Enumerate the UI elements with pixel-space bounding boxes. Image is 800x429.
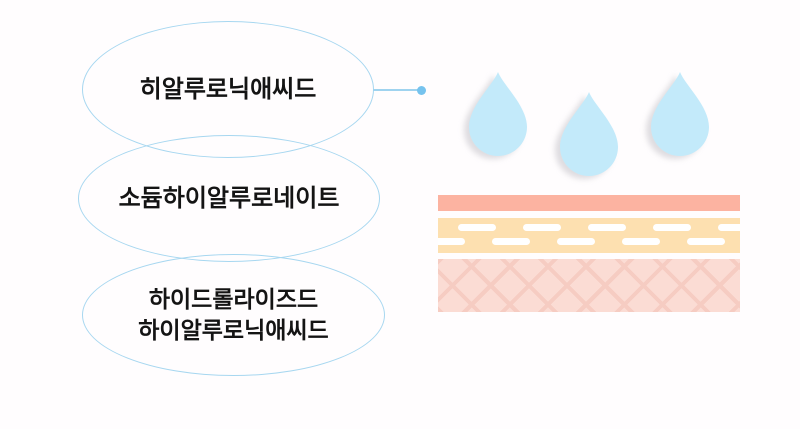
water-drop-icon — [651, 72, 709, 156]
connector-line — [373, 89, 418, 91]
bubble-hyaluronic-acid-label: 히알루로닉애씨드 — [139, 76, 317, 103]
skin-cell-dash — [718, 224, 740, 231]
skin-cell-dash — [438, 238, 465, 245]
skin-cell-dash — [523, 224, 561, 231]
bubble-hydrolyzed-label-line1: 하이드롤라이즈드 — [148, 286, 319, 312]
bubble-hydrolyzed-label-line2: 하이알루로닉애씨드 — [138, 317, 329, 343]
skin-cell-dash — [653, 224, 691, 231]
skin-cell-dash — [557, 238, 595, 245]
skin-layer-top — [438, 195, 740, 211]
skin-layer-bottom — [438, 259, 740, 312]
connector-dot-icon — [417, 86, 426, 95]
skin-cell-dash — [492, 238, 530, 245]
skin-cell-dash — [687, 238, 725, 245]
bubble-sodium-hyaluronate-label: 소듐하이알루로네이트 — [118, 185, 340, 212]
skin-cell-dash — [588, 224, 626, 231]
bubble-sodium-hyaluronate: 소듐하이알루로네이트 — [78, 135, 380, 262]
skin-layer-middle — [438, 218, 740, 253]
water-drop-icon — [469, 72, 527, 156]
skin-cell-dash — [458, 224, 496, 231]
skin-cell-dash — [622, 238, 660, 245]
water-drop-icon — [560, 92, 618, 176]
bubble-hydrolyzed-hyaluronic-acid: 하이드롤라이즈드 하이알루로닉애씨드 — [82, 254, 385, 376]
